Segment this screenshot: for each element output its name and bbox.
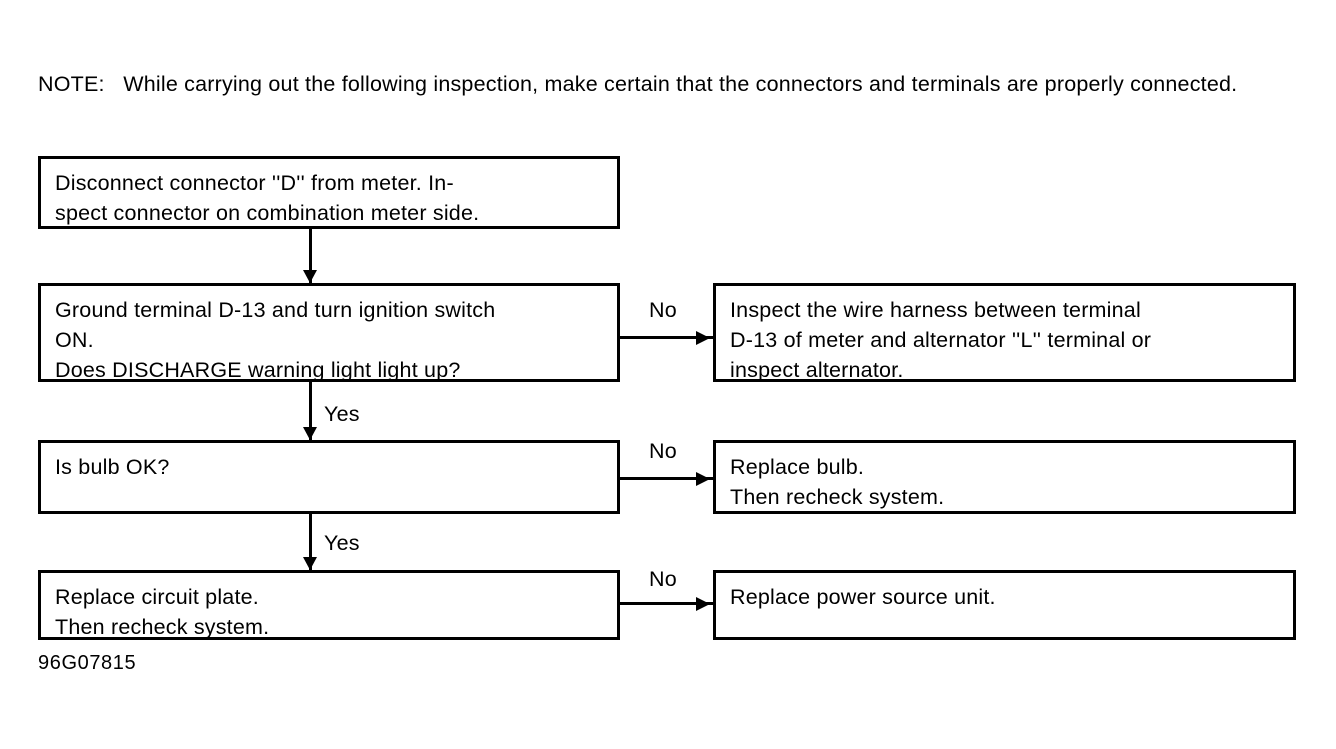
flow-box-disconnect-connector: Disconnect connector ''D'' from meter. I… <box>38 156 620 229</box>
connector-vertical-box2-box3 <box>309 382 312 440</box>
edge-label-yes-1: Yes <box>324 402 360 426</box>
connector-horizontal-box3-boxr2 <box>620 477 713 480</box>
flow-box-replace-circuit-plate: Replace circuit plate. Then recheck syst… <box>38 570 620 640</box>
note-paragraph: NOTE: While carrying out the following i… <box>38 72 1238 96</box>
connector-vertical-box1-box2 <box>309 229 312 283</box>
flow-box-bulb-ok-question: Is bulb OK? <box>38 440 620 514</box>
flow-box-ground-terminal-question: Ground terminal D-13 and turn ignition s… <box>38 283 620 382</box>
edge-label-yes-2: Yes <box>324 531 360 555</box>
flow-box-inspect-wire-harness: Inspect the wire harness between termina… <box>713 283 1296 382</box>
edge-label-no-3: No <box>649 567 677 591</box>
arrowhead-down-icon <box>303 270 317 283</box>
flow-box-replace-bulb: Replace bulb. Then recheck system. <box>713 440 1296 514</box>
arrowhead-down-icon <box>303 427 317 440</box>
flow-box-replace-power-source-unit: Replace power source unit. <box>713 570 1296 640</box>
edge-label-no-1: No <box>649 298 677 322</box>
arrowhead-down-icon <box>303 557 317 570</box>
arrowhead-right-icon <box>696 331 710 345</box>
arrowhead-right-icon <box>696 472 710 486</box>
arrowhead-right-icon <box>696 597 710 611</box>
edge-label-no-2: No <box>649 439 677 463</box>
connector-horizontal-box4-boxr3 <box>620 602 713 605</box>
connector-horizontal-box2-boxr1 <box>620 336 713 339</box>
figure-code: 96G07815 <box>38 652 137 674</box>
connector-vertical-box3-box4 <box>309 514 312 570</box>
